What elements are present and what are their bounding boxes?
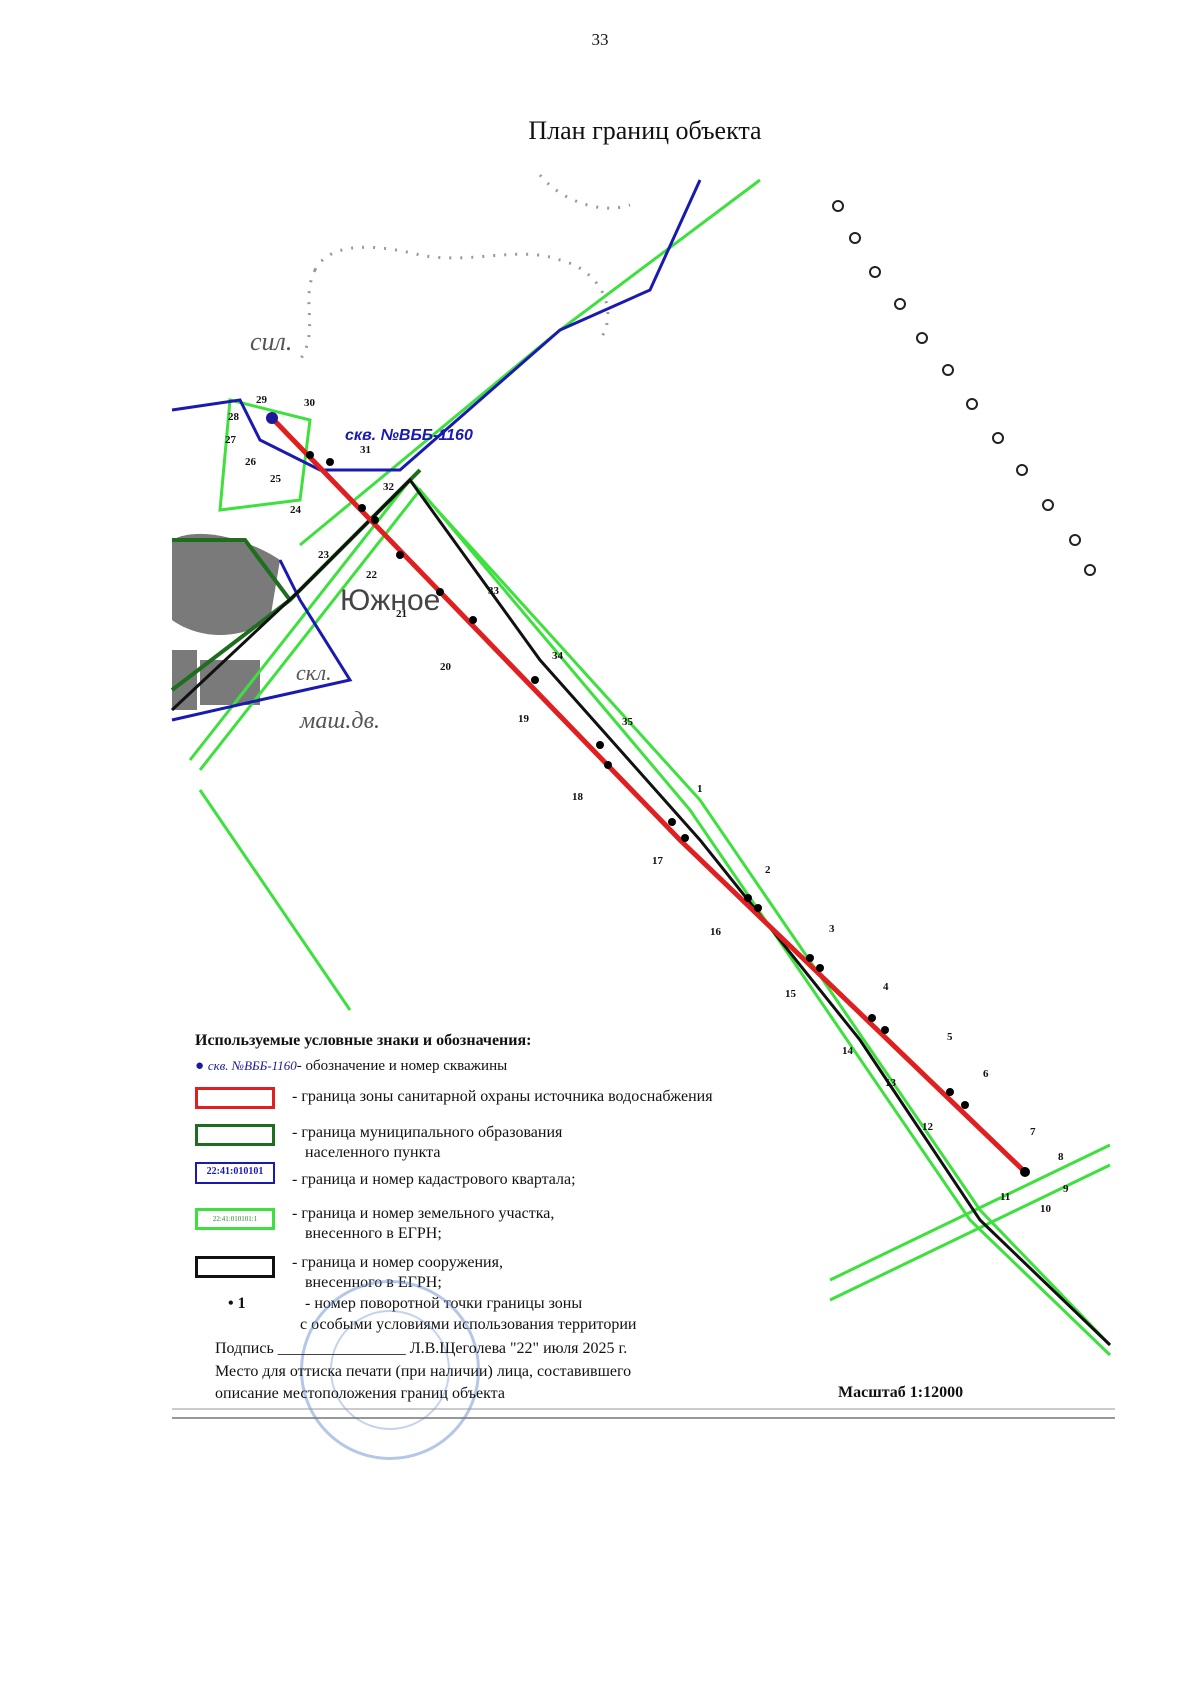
place-label-skl: скл.: [296, 660, 332, 685]
svg-text:15: 15: [785, 988, 797, 1000]
zone-boundary: [268, 414, 1027, 1174]
svg-text:19: 19: [518, 713, 530, 725]
svg-text:5: 5: [947, 1031, 953, 1043]
signature-place-line-1: Место для оттиска печати (при наличии) л…: [215, 1363, 632, 1380]
svg-text:22: 22: [366, 569, 378, 581]
svg-text:26: 26: [245, 456, 257, 468]
svg-text:34: 34: [552, 650, 564, 662]
svg-text:24: 24: [290, 504, 302, 516]
legend-plot-text-2: внесенного в ЕГРН;: [305, 1225, 442, 1242]
svg-text:30: 30: [304, 397, 316, 409]
legend-structure-text-1: - граница и номер сооружения,: [292, 1254, 503, 1271]
svg-text:11: 11: [1000, 1191, 1010, 1203]
legend-well: ● скв. №ВББ-1160- обозначение и номер ск…: [195, 1058, 507, 1075]
svg-text:21: 21: [396, 608, 407, 620]
svg-text:32: 32: [383, 481, 395, 493]
svg-text:9: 9: [1063, 1183, 1069, 1195]
page-number: 33: [591, 30, 609, 49]
svg-text:4: 4: [883, 981, 889, 993]
signature-place-line-2: описание местоположения границ объекта: [215, 1385, 505, 1402]
legend-municipal-text-1: - граница муниципального образования: [292, 1124, 563, 1141]
svg-text:13: 13: [885, 1077, 897, 1089]
map-scale: Масштаб 1:12000: [838, 1384, 964, 1401]
legend-swatch-plot: 22:41:010101:1: [195, 1208, 275, 1230]
place-label-south: Южное: [340, 584, 440, 617]
signature-line: Подпись ________________ Л.В.Щеголева "2…: [215, 1340, 628, 1357]
legend-point-number: 1: [237, 1295, 246, 1312]
svg-text:2: 2: [765, 864, 771, 876]
place-label-mash: маш.дв.: [299, 708, 380, 734]
legend-plot-code: 22:41:010101:1: [212, 1215, 258, 1223]
well-label: скв. №ВББ-1160: [345, 427, 473, 444]
svg-text:1: 1: [697, 783, 703, 795]
svg-text:8: 8: [1058, 1151, 1064, 1163]
pipeline-markers: [832, 200, 1096, 576]
legend-swatch-zone: [195, 1087, 275, 1109]
point-dot-icon: •: [228, 1295, 234, 1312]
svg-text:7: 7: [1030, 1126, 1036, 1138]
svg-text:20: 20: [440, 661, 452, 673]
zone-points: [266, 412, 1030, 1177]
legend-zone-text: - граница зоны санитарной охраны источни…: [292, 1088, 713, 1105]
svg-text:3: 3: [829, 923, 835, 935]
svg-text:12: 12: [922, 1121, 934, 1133]
svg-text:14: 14: [842, 1045, 854, 1057]
legend-swatch-quarter: 22:41:010101: [195, 1162, 275, 1184]
svg-text:27: 27: [225, 434, 237, 446]
svg-text:6: 6: [983, 1068, 989, 1080]
legend-swatch-structure: [195, 1256, 275, 1278]
svg-text:10: 10: [1040, 1203, 1052, 1215]
svg-text:18: 18: [572, 791, 584, 803]
legend-title: Используемые условные знаки и обозначени…: [195, 1032, 532, 1049]
legend-well-text: - обозначение и номер скважины: [296, 1058, 508, 1074]
svg-text:31: 31: [360, 444, 371, 456]
svg-text:17: 17: [652, 855, 664, 867]
svg-text:16: 16: [710, 926, 722, 938]
page-title: План границ объекта: [528, 116, 762, 145]
well-dot-icon: ●: [195, 1058, 205, 1074]
legend-well-code: скв. №ВББ-1160: [207, 1058, 297, 1073]
svg-text:25: 25: [270, 473, 282, 485]
seal-stamp: [300, 1280, 480, 1460]
svg-text:29: 29: [256, 394, 268, 406]
cadastral-boundary: [171, 179, 702, 722]
place-label-sil: сил.: [250, 327, 292, 356]
legend-plot-text-1: - граница и номер земельного участка,: [292, 1205, 555, 1222]
svg-text:33: 33: [488, 585, 500, 597]
legend-point-sample: • 1: [228, 1294, 246, 1314]
svg-text:35: 35: [622, 716, 634, 728]
svg-text:23: 23: [318, 549, 330, 561]
svg-text:28: 28: [228, 411, 240, 423]
seal-stamp-inner: [330, 1310, 450, 1430]
legend-municipal-text-2: населенного пункта: [305, 1144, 441, 1161]
terrain-dots: [298, 174, 631, 361]
legend-swatch-municipal: [195, 1124, 275, 1146]
structure-line: [170, 477, 1112, 1347]
legend-quarter-code: 22:41:010101: [206, 1166, 264, 1177]
legend-quarter-text: - граница и номер кадастрового квартала;: [292, 1171, 576, 1188]
